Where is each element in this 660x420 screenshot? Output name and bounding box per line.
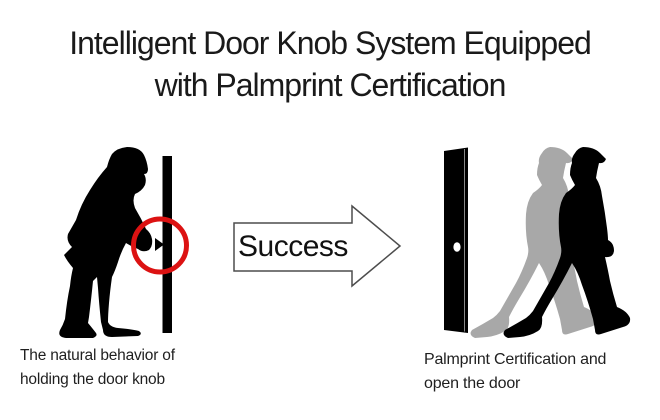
page-title-line1: Intelligent Door Knob System Equipped bbox=[69, 25, 592, 61]
door-knob-hole-icon bbox=[453, 242, 461, 252]
opened-door-panel-icon bbox=[444, 147, 468, 333]
door-knob-latch-icon bbox=[155, 238, 164, 251]
closed-door-edge-icon bbox=[162, 156, 172, 333]
caption-right-line1: Palmprint Certification and bbox=[424, 351, 607, 368]
caption-right-line2: open the door bbox=[424, 375, 521, 392]
red-circle-highlight-icon bbox=[131, 216, 189, 275]
success-arrow-icon bbox=[233, 204, 402, 288]
success-arrow-label: Success bbox=[238, 230, 348, 263]
caption-left-line1: The natural behavior of bbox=[20, 347, 175, 364]
caption-left: The natural behavior of holding the door… bbox=[20, 344, 175, 392]
page-title-line2: with Palmprint Certification bbox=[154, 67, 507, 103]
caption-right: Palmprint Certification and open the doo… bbox=[424, 348, 606, 396]
page-title: Intelligent Door Knob System Equipped wi… bbox=[0, 22, 660, 106]
leaning-person-silhouette-icon bbox=[59, 147, 153, 338]
caption-left-line2: holding the door knob bbox=[20, 371, 165, 388]
